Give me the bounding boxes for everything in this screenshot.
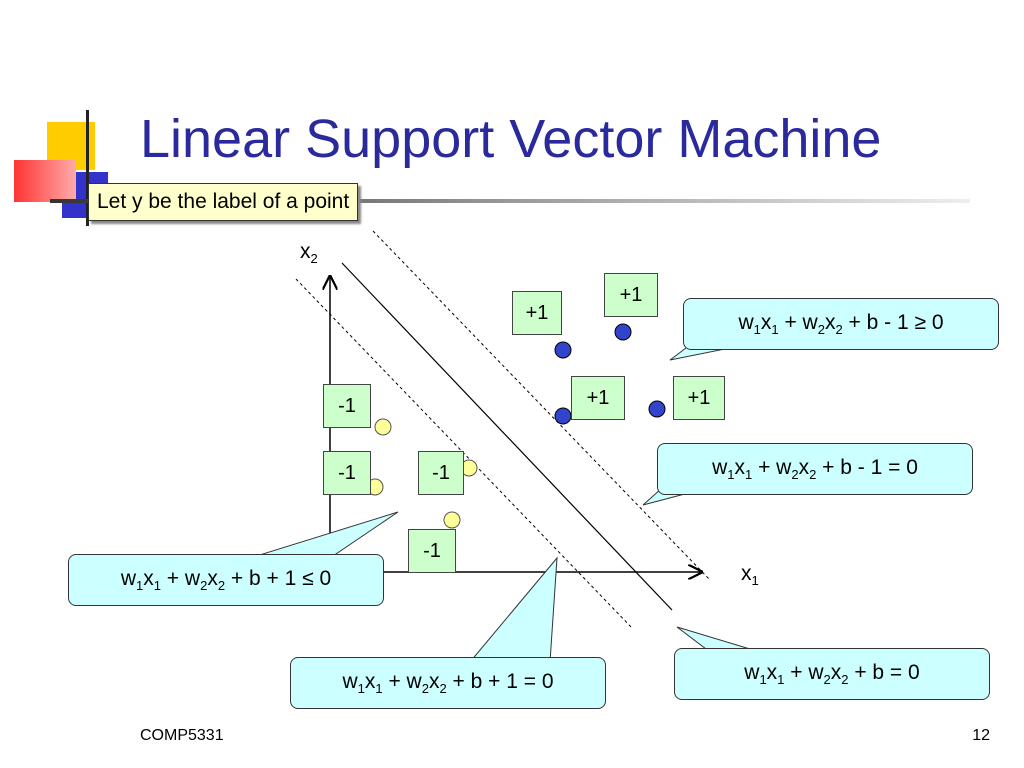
negative-label: -1 [323, 384, 371, 428]
positive-point [614, 323, 632, 341]
page-number: 12 [972, 727, 990, 744]
slide-title: Linear Support Vector Machine [140, 109, 882, 169]
decor-horizontal-line [50, 199, 970, 203]
callout-tail-negative-region [249, 511, 399, 559]
decor-vertical-line [86, 110, 89, 226]
decor-red-square [14, 160, 76, 202]
negative-point [374, 418, 392, 436]
hyperplane-line [341, 262, 673, 611]
negative-point [443, 511, 461, 529]
callout-negative-margin: w1x1 + w2x2 + b + 1 = 0 [290, 657, 606, 709]
callout-negative-region: w1x1 + w2x2 + b + 1 ≤ 0 [68, 554, 384, 606]
negative-label: -1 [418, 451, 464, 495]
positive-label: +1 [604, 273, 658, 317]
positive-label: +1 [512, 291, 562, 335]
negative-label: -1 [408, 529, 456, 573]
negative-margin-line [295, 278, 634, 630]
positive-point [554, 341, 572, 359]
callout-tail-negative-margin [468, 556, 558, 663]
positive-point [648, 400, 666, 418]
positive-label: +1 [673, 376, 725, 420]
negative-label: -1 [323, 451, 371, 495]
y-axis-label: x2 [300, 240, 318, 267]
positive-margin-line [372, 230, 711, 581]
subtitle-box: Let y be the label of a point [88, 183, 359, 221]
x-axis-label: x1 [741, 562, 759, 589]
footer-course: COMP5331 [140, 727, 224, 744]
callout-hyperplane: w1x1 + w2x2 + b = 0 [674, 648, 990, 700]
positive-label: +1 [571, 376, 625, 420]
positive-point [554, 407, 572, 425]
callout-positive-region: w1x1 + w2x2 + b - 1 ≥ 0 [683, 298, 999, 350]
callout-positive-margin: w1x1 + w2x2 + b - 1 = 0 [657, 443, 973, 495]
